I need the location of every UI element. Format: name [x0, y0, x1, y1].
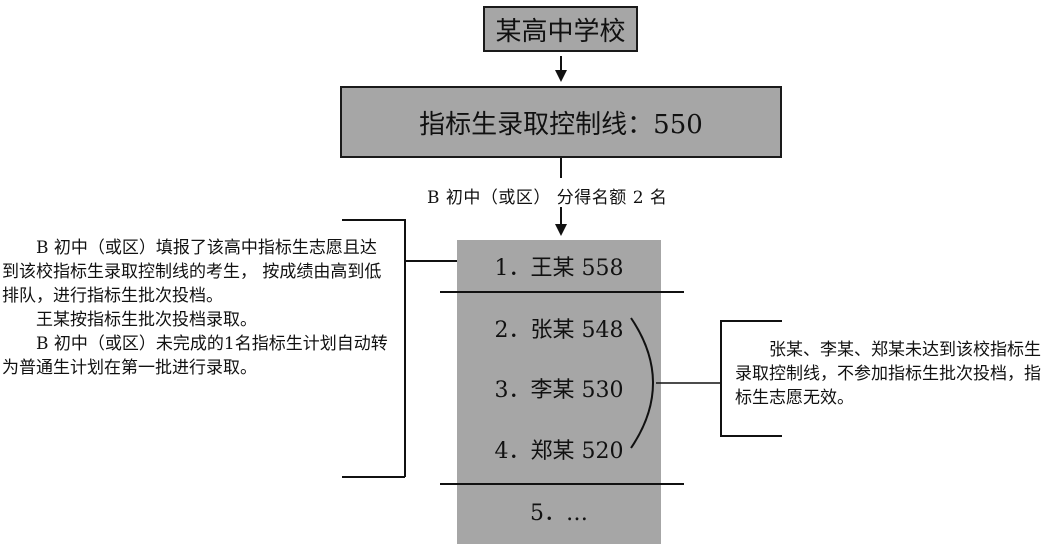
left-bracket-bottom	[342, 476, 405, 478]
rank-item-2: 2．张某 548	[494, 318, 624, 343]
right-bracket-spine	[720, 320, 722, 436]
control-line-box: 指标生录取控制线：550	[340, 86, 782, 158]
left-note-paragraph-1: B 初中（或区）填报了该高中指标生志愿且达到该校指标生录取控制线的考生， 按成绩…	[2, 238, 382, 306]
rank-item-5: 5．…	[530, 501, 588, 526]
arrow-line-to-quota-shaft	[560, 158, 562, 178]
school-box: 某高中学校	[483, 6, 638, 52]
rank-item-1: 1．王某 558	[494, 256, 624, 281]
school-name: 某高中学校	[495, 16, 626, 47]
quota-label: B 初中（或区） 分得名额 2 名	[427, 188, 668, 208]
arrow-school-to-line-shaft	[560, 56, 562, 72]
ranking-panel: 1．王某 558 2．张某 548 3．李某 530 4．郑某 520 5．…	[457, 240, 661, 544]
left-note-paragraph-3: B 初中（或区）未完成的1名指标生计划自动转为普通生计划在第一批进行录取。	[2, 334, 388, 378]
right-note: 张某、李某、郑某未达到该校指标生录取控制线，不参加指标生批次投档，指标生志愿无效…	[735, 338, 1041, 410]
rank-item-3: 3．李某 530	[494, 378, 624, 403]
left-bracket-connector	[404, 260, 457, 262]
right-bracket-bottom	[720, 435, 782, 437]
right-note-text: 张某、李某、郑某未达到该校指标生录取控制线，不参加指标生批次投档，指标生志愿无效…	[735, 340, 1041, 408]
left-note: B 初中（或区）填报了该高中指标生志愿且达到该校指标生录取控制线的考生， 按成绩…	[2, 236, 390, 380]
group-brace-curve	[630, 317, 654, 449]
arrow-quota-to-ranking-shaft	[560, 207, 562, 227]
left-bracket-spine	[404, 219, 406, 477]
control-line-text: 指标生录取控制线：550	[419, 109, 703, 140]
arrow-quota-to-ranking-head	[555, 224, 567, 236]
rank-item-4: 4．郑某 520	[494, 439, 624, 464]
arrow-school-to-line-head	[555, 70, 567, 82]
left-note-paragraph-2: 王某按指标生批次投档录取。	[36, 310, 257, 330]
right-bracket-top	[720, 320, 782, 322]
left-bracket-top	[342, 219, 405, 221]
ranking-separator-top	[440, 291, 684, 293]
ranking-separator-bottom	[440, 483, 684, 485]
